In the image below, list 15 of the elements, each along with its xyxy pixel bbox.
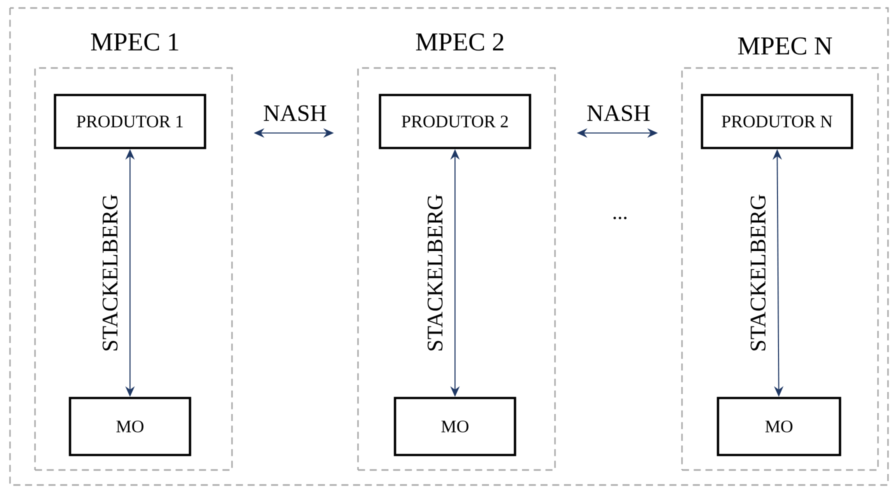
group-heading: MPEC 2: [416, 33, 504, 51]
edge-label: STACKELBERG: [750, 194, 766, 350]
edge-label: STACKELBERG: [428, 194, 443, 350]
edge-label: STACKELBERG: [102, 194, 118, 350]
process-box: MO: [68, 396, 192, 456]
edge-label: NASH: [587, 105, 650, 122]
process-box: MO: [716, 396, 842, 456]
process-box: MO: [394, 396, 516, 456]
process-box: PRODUTOR 2: [378, 94, 532, 150]
ellipsis: ...: [614, 216, 627, 220]
group-heading: MPEC 1: [91, 33, 178, 51]
group-heading: MPEC N: [738, 37, 832, 55]
process-box: PRODUTOR N: [700, 94, 854, 150]
process-box: PRODUTOR 1: [54, 94, 206, 150]
edge-label: NASH: [264, 105, 326, 122]
